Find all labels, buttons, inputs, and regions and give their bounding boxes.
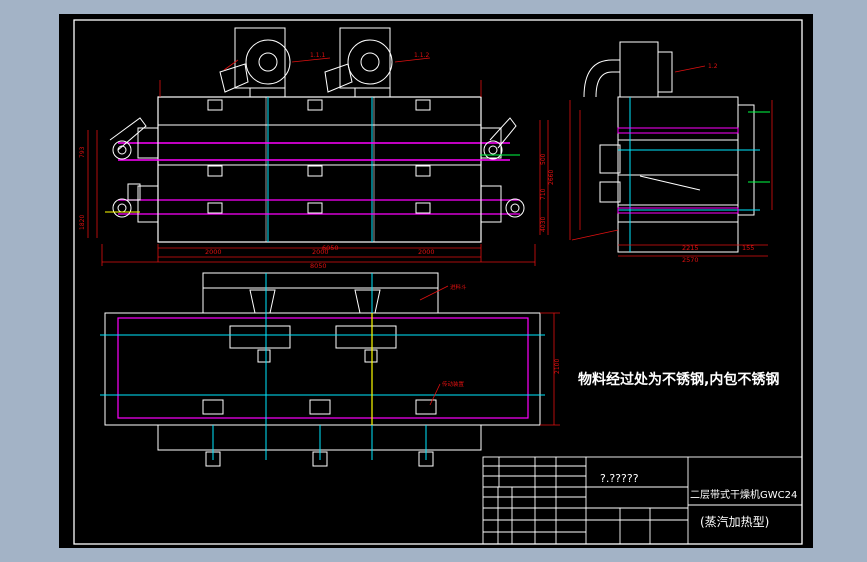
- dim-right-h3: 4030: [540, 217, 547, 232]
- dim-front-inner: 6050: [322, 244, 339, 252]
- front-view: 2000 2000 2000 6050 8050 793 1820 500 71…: [79, 27, 555, 270]
- drawing-subtitle: (蒸汽加热型): [700, 514, 769, 529]
- dim-right-h2: 710: [540, 188, 547, 200]
- tag-fan1: 1.1.1: [310, 52, 325, 59]
- tag-side-fan: 1.2: [708, 63, 718, 70]
- drawing-title: 二层带式干燥机GWC24: [690, 488, 797, 501]
- dim-side-height: 2660: [548, 170, 555, 185]
- dim-side-overall: 2570: [682, 256, 699, 264]
- dim-front-seg3: 2000: [418, 248, 435, 256]
- title-block-label: ?.?????: [600, 472, 639, 485]
- plan-view: 2100 进料斗 传动装置: [100, 272, 561, 467]
- side-view: 2215 155 2570 1.2: [569, 41, 773, 264]
- tag-plan-2: 传动装置: [442, 380, 465, 388]
- title-block: ?.????? 二层带式干燥机GWC24 (蒸汽加热型): [482, 456, 803, 545]
- dim-front-seg2: 2000: [312, 248, 329, 256]
- dim-front-overall: 8050: [310, 262, 327, 270]
- material-note: 物料经过处为不锈钢,内包不锈钢: [578, 371, 779, 388]
- dim-plan-height: 2100: [554, 359, 561, 374]
- dim-side-right: 155: [742, 244, 754, 252]
- dim-left-h2: 1820: [79, 215, 86, 230]
- dim-side-inner: 2215: [682, 244, 699, 252]
- drawing-sheet: [59, 14, 813, 548]
- tag-plan-1: 进料斗: [450, 283, 467, 291]
- dim-left-h1: 793: [79, 146, 86, 158]
- tag-fan2: 1.1.2: [414, 52, 429, 59]
- drawing-frame: [73, 19, 803, 545]
- fan-2: [324, 27, 393, 97]
- dim-front-seg1: 2000: [205, 248, 222, 256]
- dim-right-h1: 500: [540, 153, 547, 165]
- fan-1: [219, 27, 291, 97]
